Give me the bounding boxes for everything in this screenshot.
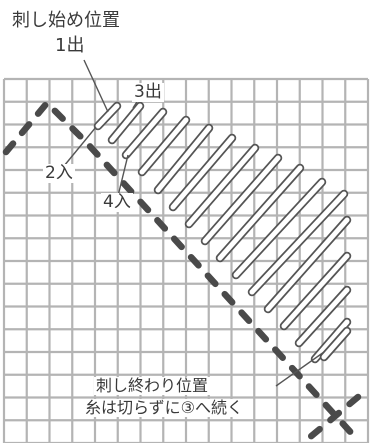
stitch-thread: [321, 328, 350, 360]
step-2-in-label: 2入: [43, 163, 75, 183]
continue-note-label: 糸は切らずに③へ続く: [83, 398, 246, 417]
leader-line: [275, 351, 325, 387]
stitch-thread: [139, 117, 189, 175]
step-4-in-label: 4入: [101, 192, 133, 212]
stitch-thread: [186, 145, 258, 227]
leader-line: [83, 59, 109, 113]
stitch-thread: [281, 253, 350, 329]
step-1-out-label: 1出: [55, 35, 85, 56]
stitch-thread: [233, 179, 325, 278]
stitch-thread: [155, 125, 212, 193]
stitch-thread: [170, 135, 235, 210]
stitch-thread: [217, 165, 303, 261]
stitch-thread: [202, 155, 281, 244]
leader-line: [117, 154, 129, 197]
satin-stitches: [93, 101, 352, 364]
step-3-out-label: 3出: [132, 82, 164, 102]
stitch-thread: [109, 103, 143, 143]
stitch-thread: [249, 191, 347, 295]
stitch-thread: [296, 287, 350, 346]
end-position-label: 刺し終わり位置: [94, 376, 211, 395]
start-position-label: 刺し始め位置: [12, 10, 120, 31]
stitch-thread: [123, 109, 166, 158]
dashed-guide-line: [2, 99, 362, 443]
dashed-outline: [2, 99, 359, 441]
stitch-thread: [95, 103, 120, 129]
stitch-thread: [312, 319, 350, 362]
leader-line: [63, 126, 97, 167]
leader-lines: [63, 59, 325, 387]
stitch-thread: [265, 217, 350, 312]
dashed-outline-continuation: [299, 393, 362, 443]
